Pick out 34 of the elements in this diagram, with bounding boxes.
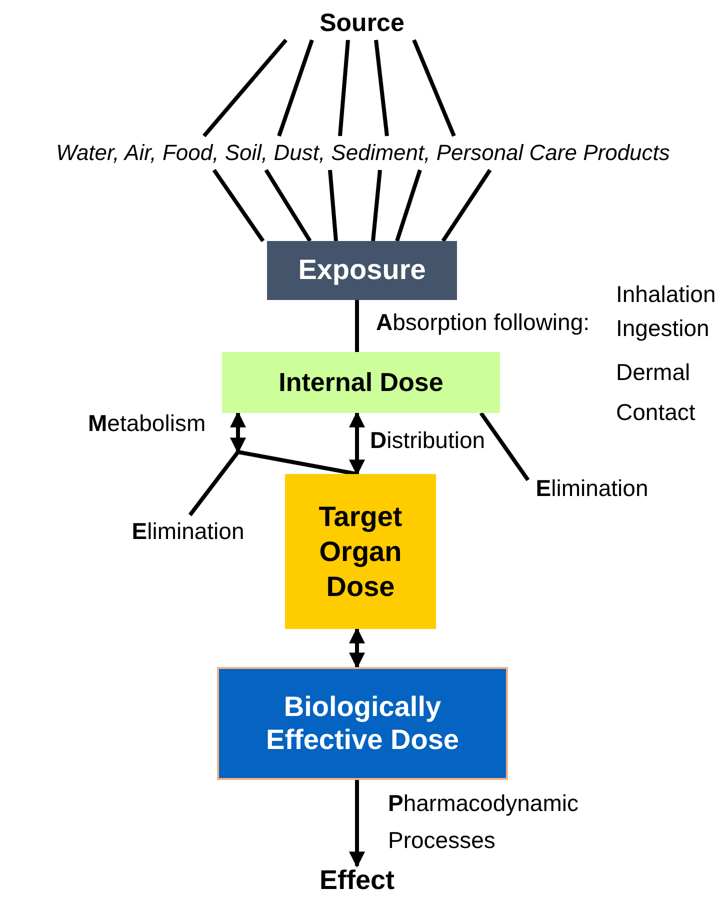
connector-line [395, 169, 422, 242]
connector-line [277, 39, 314, 137]
connector-line [355, 300, 359, 352]
arrow [230, 411, 246, 454]
connector-line [188, 450, 358, 516]
connector-line [328, 170, 338, 242]
heading-text: Source [262, 6, 462, 40]
outcome-text: Effect [300, 866, 414, 896]
arrow [349, 411, 365, 476]
connector-line [202, 38, 288, 138]
arrow [349, 780, 365, 868]
process-text: Elimination [124, 515, 252, 547]
edge-label: Metabolism [88, 410, 206, 438]
process-box: Biologically Effective Dose [217, 667, 508, 780]
arrow [349, 627, 365, 669]
route-label: Inhalation [616, 281, 716, 309]
connector-line [441, 168, 492, 242]
connector-line [264, 168, 312, 242]
connector-line [412, 39, 456, 137]
edge-label: Pharmacodynamic Processes [388, 789, 580, 855]
connector-line [338, 40, 350, 136]
process-box: Internal Dose [222, 352, 500, 413]
process-box: Exposure [267, 241, 457, 300]
route-label: Dermal Contact [616, 358, 696, 428]
process-text: Elimination [528, 472, 656, 504]
edge-label: Absorption following: [376, 309, 590, 337]
connector-line [212, 168, 265, 242]
route-label: Ingestion [616, 315, 710, 343]
process-box: Target Organ Dose [285, 474, 436, 629]
edge-label: Distribution [370, 427, 486, 455]
source-list-text: Water, Air, Food, Soil, Dust, Sediment, Personal Care Products [6, 136, 720, 170]
connector-line [371, 170, 382, 242]
connector-line [479, 412, 530, 482]
connector-line [374, 40, 389, 136]
